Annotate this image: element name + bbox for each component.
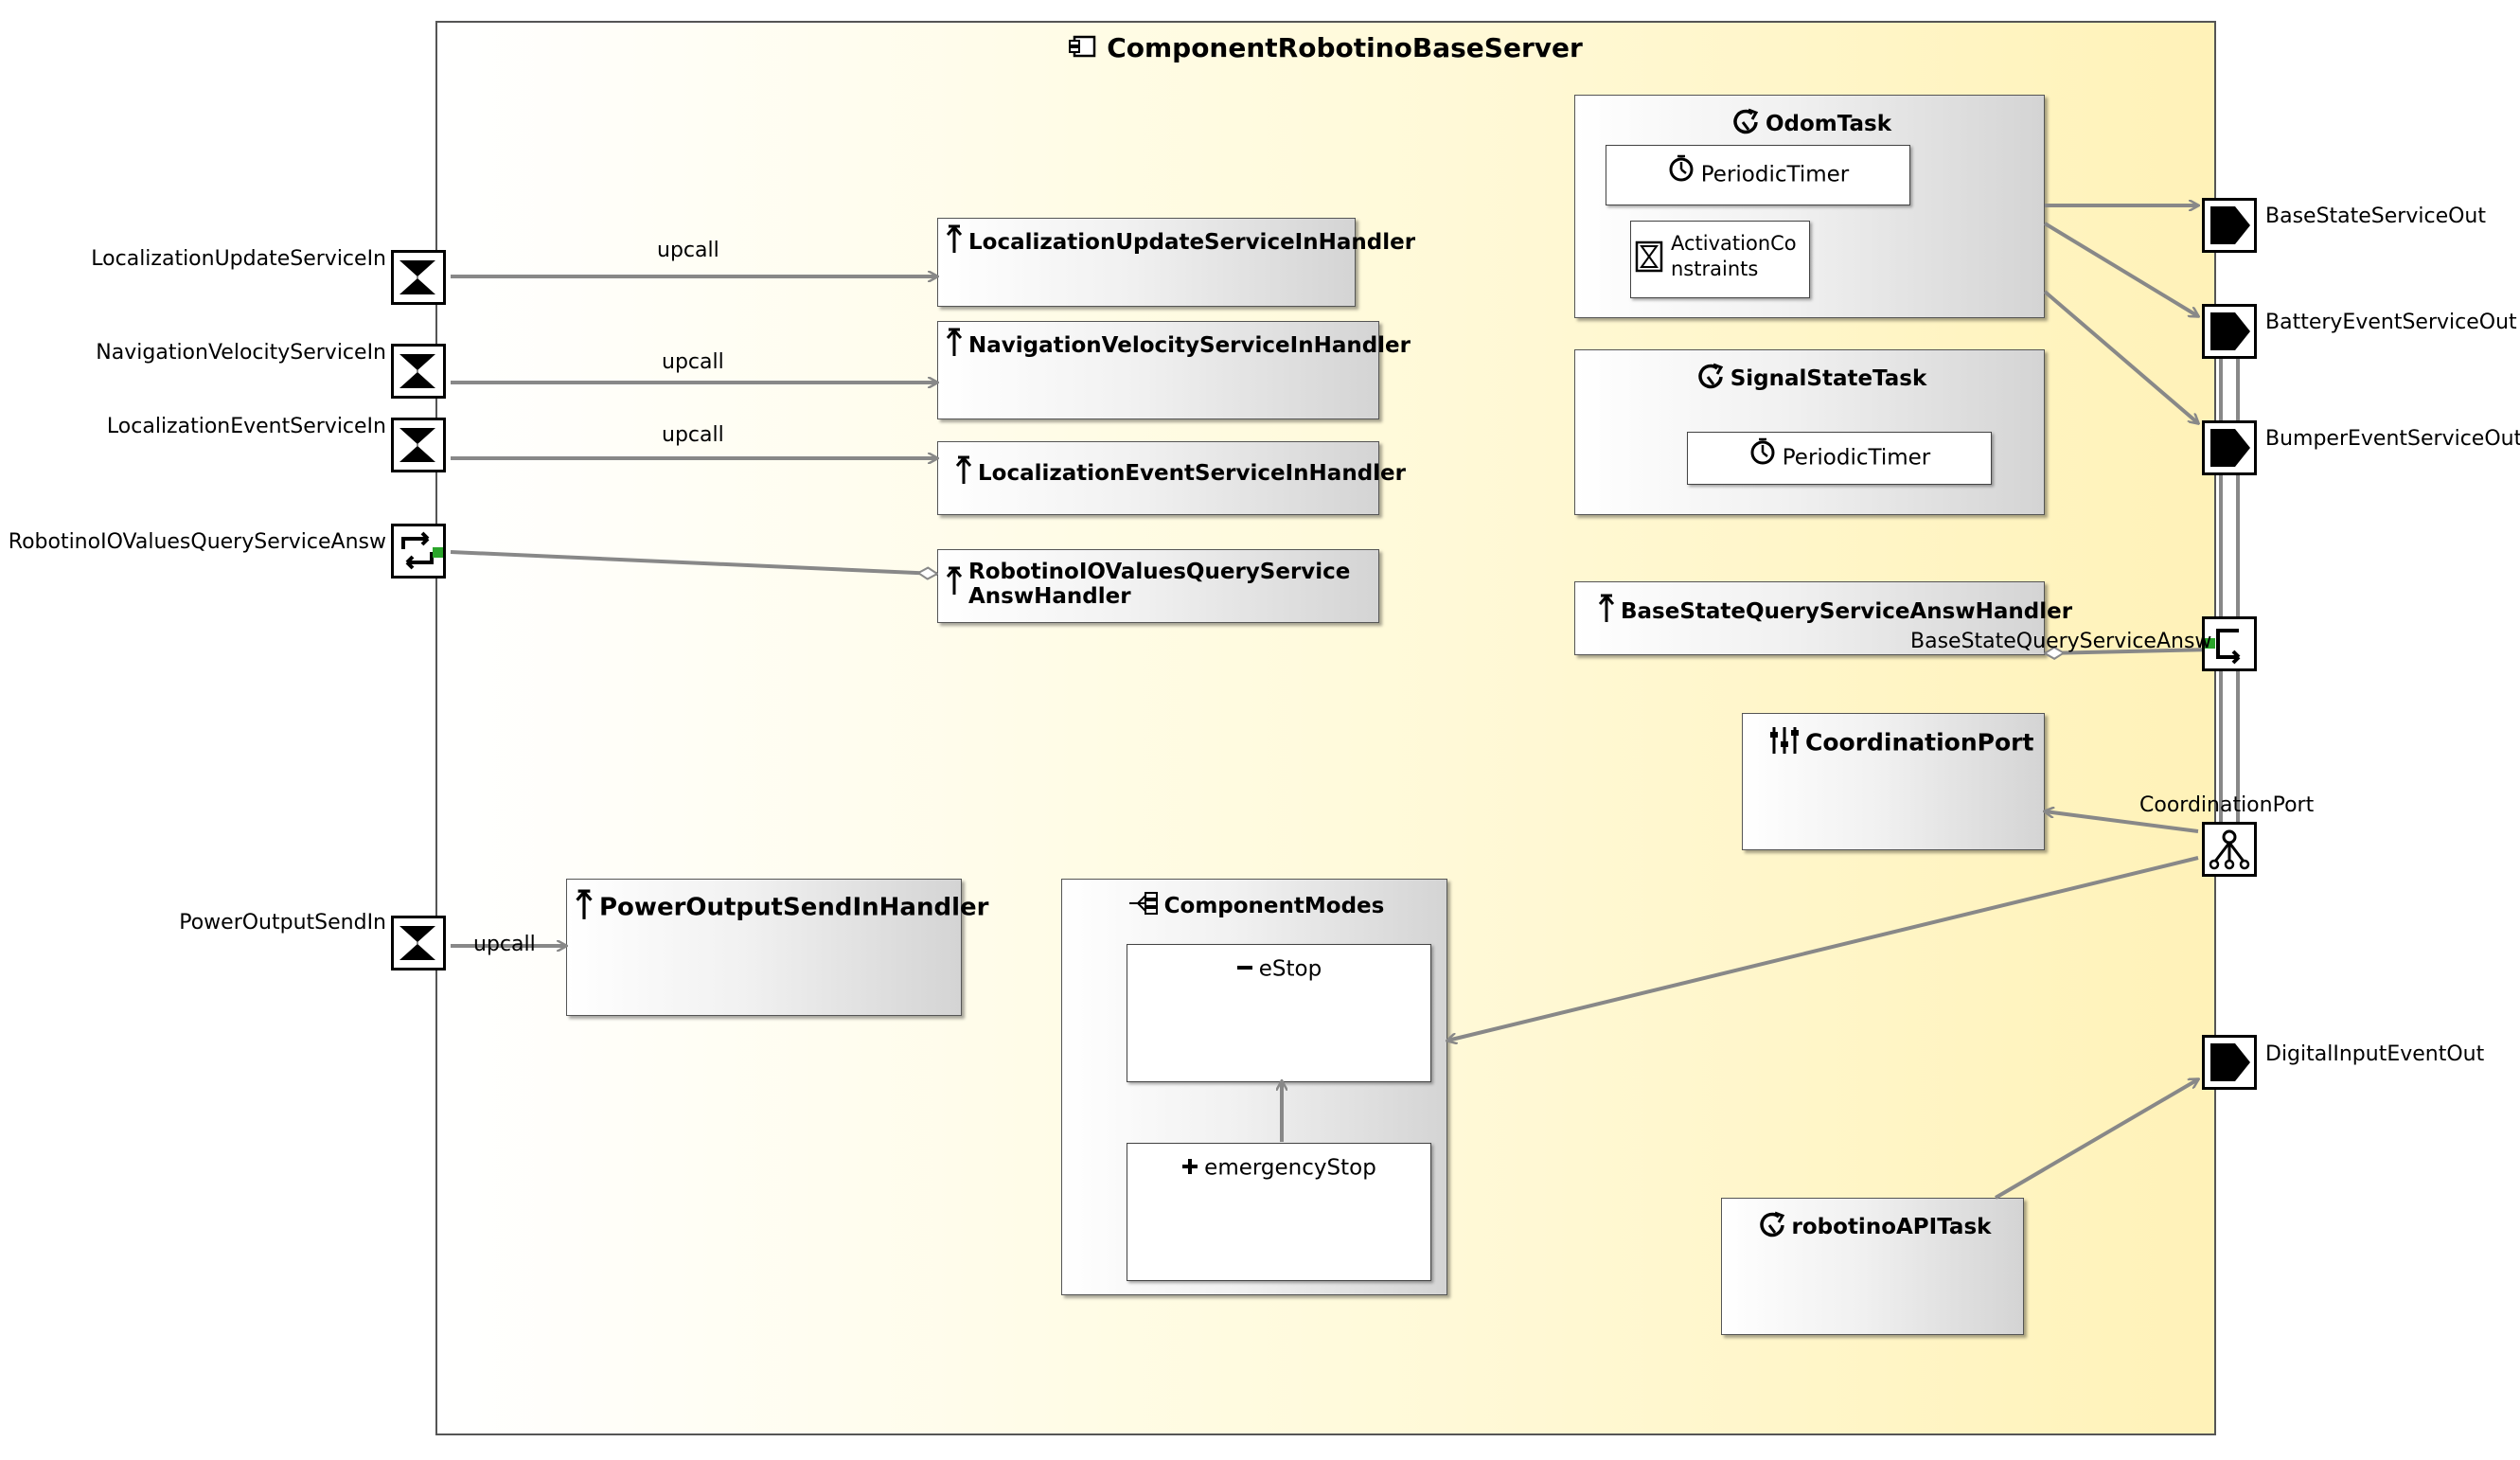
plus-icon [1181, 1156, 1198, 1181]
upcall-handler-icon [575, 889, 594, 926]
port-base-state-out[interactable] [2202, 198, 2257, 253]
coordination-sliders-icon [1769, 725, 1800, 760]
port-label: RobotinoIOValuesQueryServiceAnsw [8, 530, 386, 554]
handler-navigation-velocity[interactable]: NavigationVelocityServiceInHandler [937, 321, 1411, 419]
modes-tree-icon [1128, 891, 1159, 921]
odom-periodic-timer[interactable]: PeriodicTimer [1606, 145, 1910, 205]
modes-title: ComponentModes [1163, 894, 1385, 918]
port-power-output-send-in[interactable] [391, 916, 446, 970]
task-cycle-icon [1758, 1210, 1786, 1244]
upcall-handler-icon [955, 455, 972, 491]
minus-icon [1236, 957, 1253, 982]
upcall-handler-icon [946, 224, 963, 260]
periodic-timer-icon [1748, 434, 1777, 483]
port-label: LocalizationEventServiceIn [106, 415, 386, 438]
port-digital-input-event-out[interactable] [2202, 1035, 2257, 1090]
handler-label: LocalizationEventServiceInHandler [978, 461, 1406, 486]
port-localization-event-in[interactable] [391, 418, 446, 472]
port-base-state-query-answ[interactable] [2202, 616, 2257, 671]
signal-state-task[interactable]: SignalStateTask PeriodicTimer [1574, 349, 2045, 515]
component-modes[interactable]: ComponentModes eStop emergencyStop [1061, 879, 1447, 1295]
wire-label-upcall: upcall [473, 933, 536, 956]
component-icon [1069, 34, 1097, 65]
handler-label: BaseStateQueryServiceAnswHandler [1621, 599, 2073, 624]
odom-activation-constraints[interactable]: ActivationConstraints [1630, 221, 1810, 298]
port-localization-update-in[interactable] [391, 250, 446, 305]
port-coordination[interactable] [2202, 822, 2257, 877]
upcall-handler-icon [1598, 594, 1615, 630]
wire-label-upcall: upcall [662, 350, 724, 374]
wire-odom-to-bumper[interactable] [2043, 290, 2198, 423]
wire-base-state-query[interactable] [2045, 650, 2214, 653]
wire-api-to-digital-input[interactable] [1994, 1079, 2198, 1200]
handler-label: LocalizationUpdateServiceInHandler [968, 230, 1416, 255]
mode-label: eStop [1258, 956, 1322, 982]
wire-label-upcall: upcall [657, 239, 719, 262]
port-label: NavigationVelocityServiceIn [96, 341, 386, 365]
component-title: ComponentRobotinoBaseServer [437, 32, 2214, 65]
wire-odom-to-battery[interactable] [2043, 222, 2198, 316]
coordination-box-title: CoordinationPort [1805, 728, 2034, 757]
port-label: BumperEventServiceOut [2265, 427, 2520, 451]
handler-io-values-query[interactable]: RobotinoIOValuesQueryServiceAnswHandler [937, 549, 1379, 623]
wire-label-upcall: upcall [662, 423, 724, 447]
timer-label: PeriodicTimer [1700, 162, 1850, 187]
port-label: BaseStateServiceOut [2265, 205, 2486, 228]
task-title: OdomTask [1765, 112, 1891, 136]
port-label: CoordinationPort [2139, 793, 2315, 817]
mode-estop[interactable]: eStop [1127, 944, 1431, 1082]
port-label: LocalizationUpdateServiceIn [91, 247, 386, 271]
handler-localization-update[interactable]: LocalizationUpdateServiceInHandler [937, 218, 1415, 307]
handler-label: PowerOutputSendInHandler [599, 893, 989, 922]
signal-periodic-timer[interactable]: PeriodicTimer [1687, 432, 1992, 485]
odom-task[interactable]: OdomTask PeriodicTimer ActivationConstra… [1574, 95, 2045, 318]
port-label: PowerOutputSendIn [179, 911, 386, 935]
port-navigation-velocity-in[interactable] [391, 344, 446, 399]
mode-emergency-stop[interactable]: emergencyStop [1127, 1143, 1431, 1281]
mode-label: emergencyStop [1204, 1155, 1376, 1181]
port-io-values-query-answ[interactable] [391, 524, 446, 579]
constraints-label: ActivationConstraints [1671, 232, 1797, 280]
handler-label: NavigationVelocityServiceInHandler [968, 333, 1411, 358]
task-title: robotinoAPITask [1791, 1215, 1992, 1239]
task-cycle-icon [1696, 362, 1725, 396]
task-title: SignalStateTask [1730, 366, 1927, 391]
handler-power-output[interactable]: PowerOutputSendInHandler [566, 879, 988, 1016]
upcall-handler-icon [946, 566, 963, 602]
port-battery-event-out[interactable] [2202, 304, 2257, 359]
port-bumper-event-out[interactable] [2202, 420, 2257, 475]
wire-coordination-to-box[interactable] [2045, 811, 2199, 833]
wire-coordination-to-modes[interactable] [1447, 856, 2199, 1041]
port-label: BaseStateQueryServiceAnsw [1910, 630, 2212, 653]
handler-localization-event[interactable]: LocalizationEventServiceInHandler [937, 441, 1406, 515]
upcall-handler-icon [946, 328, 963, 364]
port-label: BatteryEventServiceOut [2265, 311, 2517, 334]
timer-label: PeriodicTimer [1782, 445, 1931, 471]
hourglass-icon [1635, 240, 1663, 277]
handler-label: RobotinoIOValuesQueryServiceAnswHandler [968, 560, 1351, 609]
port-label: DigitalInputEventOut [2265, 1042, 2485, 1066]
periodic-timer-icon [1667, 147, 1695, 204]
wire-io-values-query[interactable] [450, 550, 937, 574]
coordination-port-box[interactable]: CoordinationPort [1742, 713, 2045, 850]
task-cycle-icon [1731, 107, 1760, 141]
robotino-api-task[interactable]: robotinoAPITask [1721, 1198, 2024, 1335]
handler-base-state-query[interactable]: BaseStateQueryServiceAnswHandler [1574, 581, 2072, 655]
